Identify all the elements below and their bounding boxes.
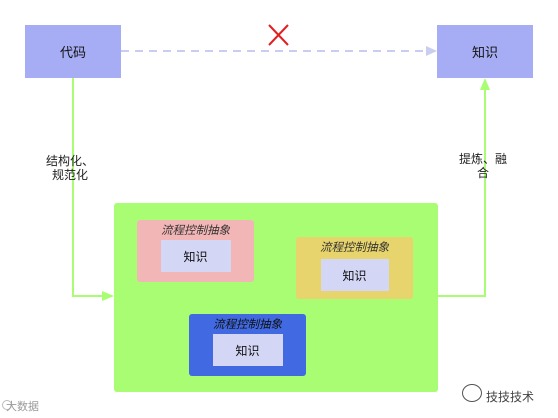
left-edge-label: 结构化、 规范化 <box>46 154 94 182</box>
abstraction-box-yellow: 流程控制抽象 知识 <box>296 237 413 299</box>
wechat-icon <box>462 384 482 402</box>
abstraction-title: 流程控制抽象 <box>320 240 389 254</box>
abstraction-knowledge: 知识 <box>160 240 231 272</box>
right-edge-label: 提炼、融 合 <box>459 152 507 180</box>
left-edge-label-line1: 结构化、 <box>46 154 95 168</box>
code-node-label: 代码 <box>59 46 86 61</box>
left-arrowhead <box>102 291 114 301</box>
left-connector <box>72 78 104 297</box>
cross-icon <box>268 24 289 46</box>
code-node: 代码 <box>25 25 121 78</box>
left-edge-label-line2: 规范化 <box>52 168 89 182</box>
right-arrowhead <box>480 78 490 90</box>
abstraction-knowledge: 知识 <box>212 334 283 366</box>
watermark-left: 大数据 <box>6 400 39 413</box>
watermark-right: 技技技术 <box>486 390 535 404</box>
abstraction-box-pink: 流程控制抽象 知识 <box>137 220 254 282</box>
watermark-logo-icon <box>2 400 12 410</box>
knowledge-node: 知识 <box>437 25 533 78</box>
knowledge-node-label: 知识 <box>471 46 498 61</box>
dashed-arrowhead <box>426 46 437 56</box>
abstraction-title: 流程控制抽象 <box>161 223 230 237</box>
abstraction-box-blue: 流程控制抽象 知识 <box>189 314 306 376</box>
right-edge-label-line1: 提炼、融 <box>459 152 508 166</box>
abstraction-title: 流程控制抽象 <box>213 317 282 331</box>
right-edge-label-line2: 合 <box>477 166 490 180</box>
abstraction-knowledge: 知识 <box>320 259 389 291</box>
right-connector <box>438 88 486 297</box>
